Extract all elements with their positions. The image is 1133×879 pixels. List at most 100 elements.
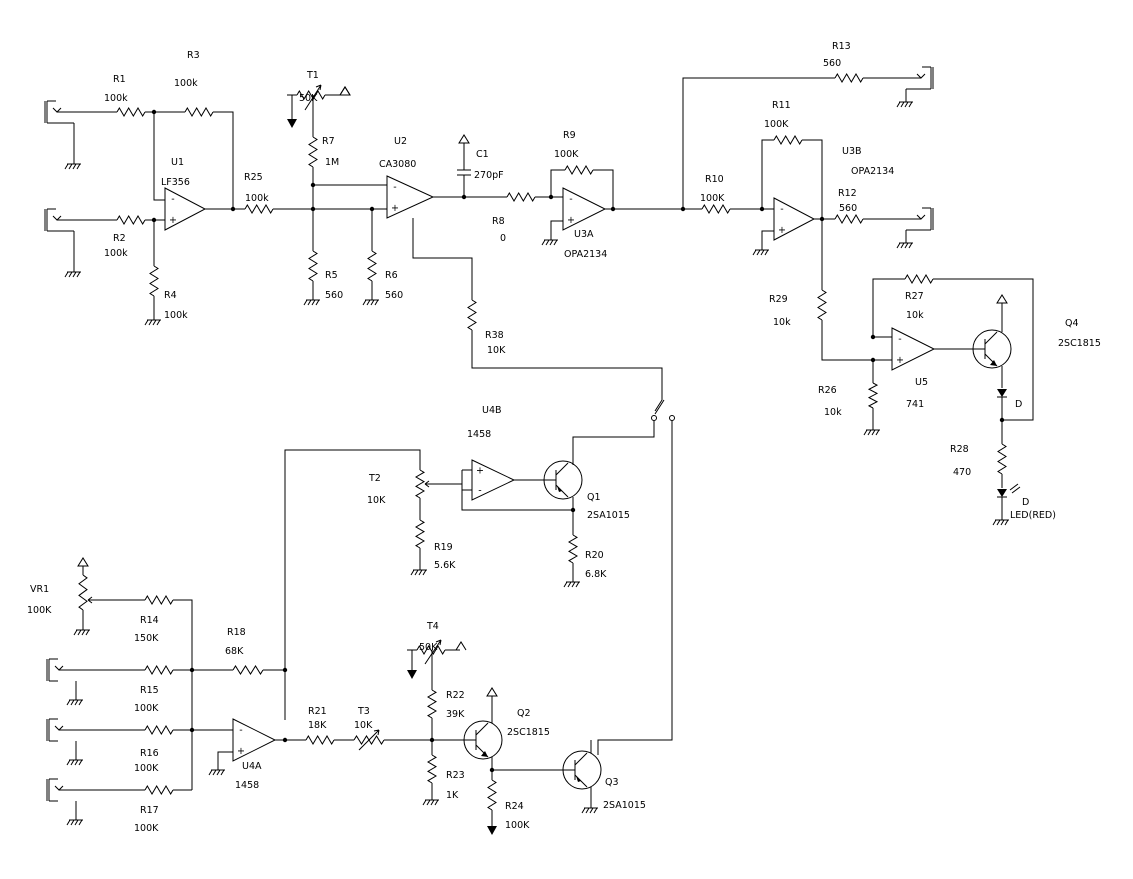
label-t3-ref: T3: [357, 706, 370, 717]
opamp-body: [386, 175, 435, 219]
ground-hatch: [73, 629, 78, 636]
label-u4a-ref: U4A: [242, 761, 262, 772]
emitter-arrow: [481, 751, 488, 757]
supply-positive-icon: [339, 86, 351, 96]
wire: [821, 320, 892, 361]
wire: [284, 449, 421, 720]
ground-icon: [66, 819, 83, 826]
ground-hatch: [74, 699, 79, 706]
junction-dot: [680, 206, 686, 212]
label-r18-ref: R18: [227, 627, 246, 638]
ground-icon: [422, 799, 439, 806]
ground-icon: [66, 759, 83, 766]
label-u3b-ref: U3B: [842, 146, 862, 157]
ground-hatch: [541, 239, 546, 246]
resistor-r6: [367, 250, 377, 282]
label-t4-value: 50K: [419, 642, 438, 653]
ground-hatch: [908, 242, 913, 249]
wire: [550, 169, 565, 197]
ground-hatch: [77, 629, 82, 636]
wire: [461, 470, 573, 511]
jack-tip: [916, 73, 926, 79]
resistor-r15: [144, 665, 174, 675]
label-r3-value: 100k: [174, 78, 198, 89]
ground-hatch: [78, 759, 83, 766]
opamp-body: [164, 187, 207, 231]
supply-positive-icon: [486, 687, 498, 697]
junction-dot: [151, 217, 157, 223]
wire: [217, 751, 233, 770]
label-q2-value: 2SC1815: [507, 727, 550, 738]
pot-t4-arrow: [424, 639, 442, 665]
opamp-pin-label: -: [898, 334, 901, 345]
ground-hatch: [74, 819, 79, 826]
label-t3-value: 10K: [354, 720, 373, 731]
supply-positive-icon: [339, 86, 351, 96]
opamp-pin-label: +: [567, 215, 575, 226]
components: [44, 66, 1021, 835]
ground-icon: [64, 163, 81, 170]
ground-hatch: [900, 242, 905, 249]
ground-hatch: [78, 819, 83, 826]
label-t1-ref: T1: [306, 70, 319, 81]
diode-led: [997, 489, 1007, 498]
ground-hatch: [68, 163, 73, 170]
label-r22-value: 39K: [446, 709, 465, 720]
ground-hatch: [871, 429, 876, 436]
label-c1-value: 270pF: [474, 170, 504, 181]
ground-hatch: [567, 581, 572, 588]
label-r11-ref: R11: [772, 100, 791, 111]
ground-hatch: [212, 769, 217, 776]
supply-positive-icon: [455, 641, 467, 651]
label-r13-value: 560: [823, 58, 841, 69]
label-r17-value: 100K: [134, 823, 159, 834]
label-r29-value: 10k: [773, 317, 791, 328]
resistor-r26: [867, 382, 879, 409]
label-r5-value: 560: [325, 290, 343, 301]
ground-hatch: [216, 769, 221, 776]
label-r27-ref: R27: [905, 291, 924, 302]
ground-hatch: [74, 759, 79, 766]
label-u1-ref: U1: [171, 157, 184, 168]
diode-body: [997, 489, 1007, 497]
label-q1-ref: Q1: [587, 492, 601, 503]
ground-hatch: [418, 569, 423, 576]
opamp-u3a: [562, 187, 607, 231]
ground-hatch: [208, 769, 213, 776]
resistor-r13: [834, 73, 864, 83]
opamp-u2: [386, 175, 435, 219]
resistor-r16: [144, 725, 174, 735]
resistor-r9: [564, 165, 594, 175]
label-t2-ref: T2: [368, 473, 381, 484]
resistor-r3: [184, 107, 214, 117]
label-r4-value: 100k: [164, 310, 188, 321]
audio-jack-icon: [44, 100, 78, 164]
wire: [761, 139, 774, 209]
wire: [173, 599, 193, 790]
label-d-ref: D: [1015, 399, 1022, 410]
wire: [433, 483, 472, 491]
opamp-pin-label: +: [778, 225, 786, 236]
ground-hatch: [64, 271, 69, 278]
label-r11-value: 100K: [764, 119, 789, 130]
resistor-r8: [506, 192, 536, 202]
label-r20-ref: R20: [585, 550, 604, 561]
wire: [933, 278, 1034, 421]
ground-hatch: [752, 249, 757, 256]
label-r17-ref: R17: [140, 805, 159, 816]
wire: [412, 218, 473, 300]
ground-hatch: [553, 239, 558, 246]
wire: [572, 421, 655, 465]
resistor-r25: [244, 204, 274, 214]
wire: [550, 220, 563, 240]
label-led-ref: D: [1022, 497, 1029, 508]
ground-hatch: [904, 242, 909, 249]
ground-hatch: [78, 699, 83, 706]
resistor-r2: [116, 215, 146, 225]
ground-hatch: [575, 581, 580, 588]
ground-icon: [992, 519, 1009, 526]
opamp-body: [562, 187, 607, 231]
label-r38-value: 10K: [487, 345, 506, 356]
junction-dot: [759, 206, 765, 212]
